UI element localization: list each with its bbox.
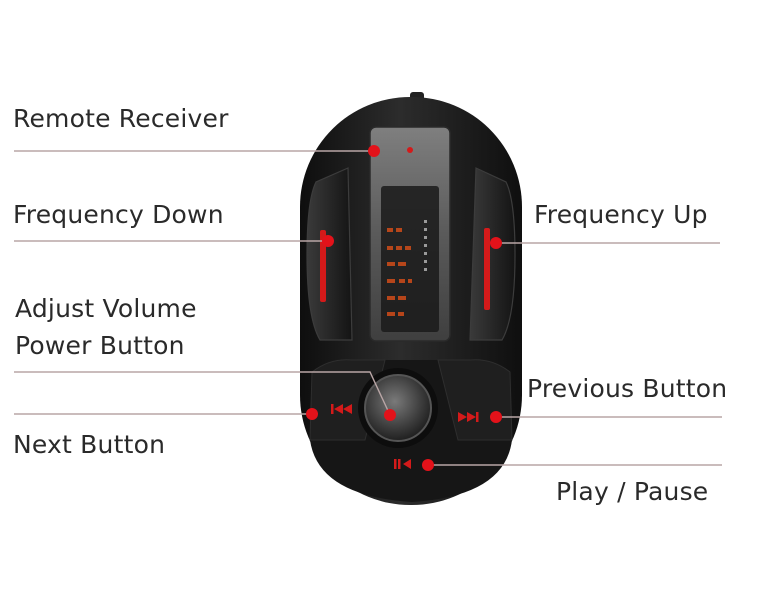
volume-power-knob[interactable]: [364, 374, 432, 442]
dot-frequency-down: [322, 235, 334, 247]
label-frequency-up: Frequency Up: [534, 200, 708, 229]
dot-play-pause: [422, 459, 434, 471]
display-indicator-led: [407, 147, 413, 153]
callout-dots: [306, 145, 502, 471]
lcd-segments: [387, 228, 412, 316]
play-pause-icon: [394, 459, 411, 469]
label-previous-button: Previous Button: [527, 374, 728, 403]
label-adjust-volume: Adjust Volume: [15, 294, 197, 323]
lcd-text-column: [424, 220, 427, 271]
frequency-up-light: [484, 228, 490, 310]
dot-previous-button: [490, 411, 502, 423]
skip-forward-icon: [458, 412, 479, 422]
display-window: [381, 186, 439, 332]
label-remote-receiver: Remote Receiver: [13, 104, 229, 133]
label-next-button: Next Button: [13, 430, 166, 459]
leader-volume-power: [14, 371, 391, 416]
frequency-down-key[interactable]: [306, 167, 353, 341]
label-frequency-down: Frequency Down: [13, 200, 224, 229]
dot-remote-receiver: [368, 145, 380, 157]
dot-volume-power: [384, 409, 396, 421]
leader-lines: [14, 150, 722, 466]
frequency-up-key[interactable]: [469, 167, 516, 341]
label-power-button: Power Button: [15, 331, 185, 360]
dot-next-button: [306, 408, 318, 420]
skip-back-icon: [331, 404, 352, 414]
frequency-down-light: [320, 230, 326, 302]
label-play-pause: Play / Pause: [556, 477, 709, 506]
dot-frequency-up: [490, 237, 502, 249]
